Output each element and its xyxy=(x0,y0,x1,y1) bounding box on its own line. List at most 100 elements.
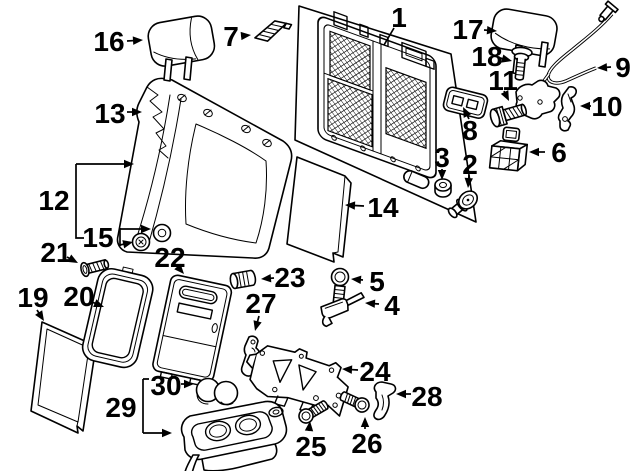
arrowhead xyxy=(132,36,143,45)
callout-label-2: 2 xyxy=(462,149,478,180)
arrowhead xyxy=(124,159,134,169)
part-30-cupholder-insert xyxy=(195,377,239,406)
arrowhead xyxy=(342,365,353,374)
armrest-strap xyxy=(184,454,200,471)
callout-label-9: 9 xyxy=(615,52,631,83)
part-14-panel xyxy=(286,156,352,263)
callout-label-5: 5 xyxy=(369,266,385,297)
part-29-armrest xyxy=(180,400,288,471)
arrowhead xyxy=(351,275,362,285)
part-22-back-panel xyxy=(152,274,233,387)
part-13-seatback-cushion xyxy=(116,77,293,259)
leader-lines xyxy=(35,26,612,438)
bracket-29 xyxy=(142,378,149,433)
arrowhead xyxy=(345,201,356,210)
part-16-headrest xyxy=(147,15,216,82)
headrest-guide xyxy=(379,33,389,48)
arrowhead xyxy=(184,379,194,389)
latch-recess xyxy=(268,406,284,418)
leader-line xyxy=(383,27,395,46)
callout-label-24: 24 xyxy=(359,356,391,387)
part-15-grommet-set xyxy=(131,223,172,252)
arrowhead xyxy=(35,310,44,321)
arrowhead xyxy=(464,177,473,188)
callout-label-30: 30 xyxy=(150,370,181,401)
part-20-bezel xyxy=(81,266,154,369)
callout-label-18: 18 xyxy=(471,41,502,72)
part-2-screw xyxy=(447,190,479,219)
mesh-panel xyxy=(327,77,373,148)
arrowhead xyxy=(597,63,608,72)
callout-label-15: 15 xyxy=(82,222,113,253)
arrowhead xyxy=(253,320,262,331)
part-21-screw xyxy=(80,259,110,278)
part-4-latch-hook xyxy=(320,292,365,328)
callout-label-13: 13 xyxy=(94,98,125,129)
handle-slot xyxy=(178,285,218,305)
headrest-guide xyxy=(333,11,348,31)
part-24-hinge-bracket xyxy=(245,345,349,417)
cable-end-fitting xyxy=(598,0,619,23)
arrowhead xyxy=(304,421,314,432)
part-23-bushing xyxy=(229,269,257,290)
headrest-guide xyxy=(359,23,369,38)
callout-label-3: 3 xyxy=(434,142,450,173)
mesh-panel xyxy=(385,66,427,150)
cup-recess xyxy=(234,414,262,436)
callout-label-20: 20 xyxy=(63,281,94,312)
callout-label-29: 29 xyxy=(105,392,136,423)
callout-label-23: 23 xyxy=(274,262,305,293)
part-1-seatback-frame xyxy=(317,11,437,179)
part-11-bolt xyxy=(489,103,528,128)
fabric-zigzag-edge xyxy=(146,86,169,159)
callout-label-11: 11 xyxy=(488,65,518,96)
arrowhead xyxy=(360,417,370,427)
part-26-bolt xyxy=(339,391,370,413)
callout-label-22: 22 xyxy=(154,242,185,273)
mesh-hatch xyxy=(327,79,373,147)
arrowhead xyxy=(396,389,406,399)
headrest-post xyxy=(163,58,173,82)
callout-label-27: 27 xyxy=(245,288,276,319)
arrowhead xyxy=(529,147,539,157)
trim-holes xyxy=(177,93,272,148)
frame-pivot-cap xyxy=(403,169,430,190)
part-10-lever xyxy=(557,86,577,132)
part-7-clip xyxy=(254,20,293,42)
arrowhead xyxy=(141,224,151,234)
callout-label-28: 28 xyxy=(411,381,442,412)
callout-label-7: 7 xyxy=(223,21,239,52)
headrest-post xyxy=(183,56,193,81)
bracket-12 xyxy=(75,164,84,239)
callout-label-19: 19 xyxy=(17,282,48,313)
part-28-release-handle xyxy=(373,381,397,421)
arrowhead xyxy=(501,54,512,63)
mesh-hatch xyxy=(385,69,427,149)
callout-label-1: 1 xyxy=(391,2,407,33)
arrowhead xyxy=(437,170,447,180)
callout-label-6: 6 xyxy=(551,137,567,168)
arrowhead xyxy=(580,101,590,111)
callout-label-16: 16 xyxy=(93,26,124,57)
part-25-bolt xyxy=(298,400,329,424)
arrowhead xyxy=(162,428,172,438)
cup-recess xyxy=(204,420,232,442)
part-8-clip xyxy=(442,86,489,119)
part-18-pin xyxy=(511,46,533,81)
callout-label-25: 25 xyxy=(295,431,326,462)
callout-label-10: 10 xyxy=(591,91,622,122)
arrowhead xyxy=(93,299,104,308)
callout-label-8: 8 xyxy=(462,115,478,146)
part-3-grommet xyxy=(434,178,452,198)
arrowhead xyxy=(132,107,142,117)
part-6-housing xyxy=(488,126,529,172)
arrowhead xyxy=(67,254,78,263)
mesh-panel xyxy=(329,30,371,91)
callout-label-14: 14 xyxy=(367,192,399,223)
arrowhead xyxy=(240,31,251,41)
arrowhead xyxy=(174,263,184,274)
mesh-hatch xyxy=(329,32,371,89)
arrowhead xyxy=(365,299,376,308)
